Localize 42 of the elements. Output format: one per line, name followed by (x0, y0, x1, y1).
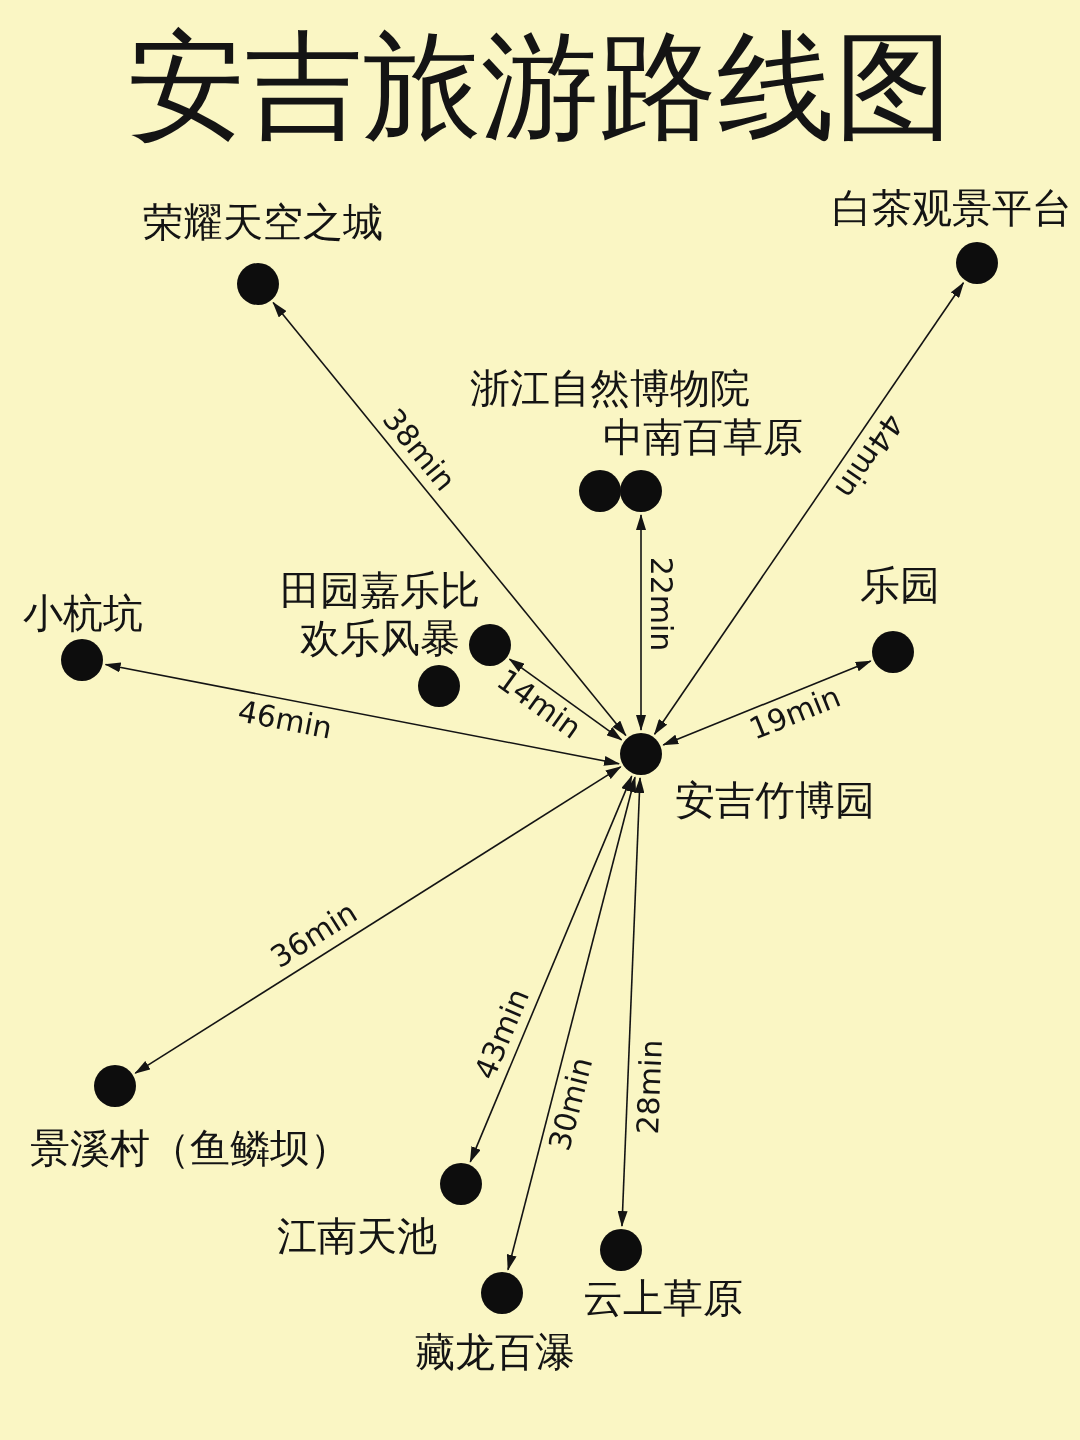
place-label: 白茶观景平台 (832, 185, 1072, 231)
location-dot (620, 733, 662, 775)
double-arrow (506, 776, 637, 1271)
location-dot (872, 631, 914, 673)
double-arrow (469, 775, 633, 1163)
location-dot (418, 665, 460, 707)
place-label: 欢乐风暴 (300, 615, 460, 661)
place-label: 藏龙百瀑 (415, 1329, 575, 1375)
travel-time-label: 30min (545, 1054, 598, 1154)
place-label: 小杭坑 (23, 590, 143, 636)
double-arrow (134, 766, 622, 1074)
place-label: 浙江自然博物院 (470, 365, 750, 411)
location-dot (600, 1229, 642, 1271)
location-dot (61, 639, 103, 681)
title: 安吉旅游路线图 (127, 20, 953, 153)
double-arrow (662, 660, 872, 746)
place-label: 荣耀天空之城 (143, 199, 383, 245)
location-dot (440, 1163, 482, 1205)
travel-time-label: 28min (632, 1039, 667, 1136)
place-label: 田园嘉乐比 (280, 567, 480, 613)
location-dot (237, 263, 279, 305)
place-label: 云上草原 (583, 1275, 743, 1321)
location-dot (469, 624, 511, 666)
double-arrow (272, 301, 627, 737)
place-label: 江南天池 (277, 1213, 437, 1259)
place-label: 中南百草原 (603, 414, 803, 460)
travel-time-label: 46min (235, 695, 335, 744)
location-dot (579, 470, 621, 512)
location-dot (481, 1272, 523, 1314)
location-dot (956, 242, 998, 284)
double-arrow (617, 777, 645, 1227)
place-label: 景溪村（鱼鳞坝） (30, 1125, 350, 1171)
location-dot (94, 1065, 136, 1107)
double-arrow (104, 662, 621, 766)
place-label: 乐园 (860, 562, 940, 608)
location-dot (620, 470, 662, 512)
travel-time-label: 22min (646, 556, 676, 652)
double-arrow (653, 282, 965, 735)
place-label: 安吉竹博园 (675, 777, 875, 823)
double-arrow (636, 514, 646, 731)
travel-time-label: 19min (745, 681, 845, 746)
double-arrow (508, 658, 623, 741)
